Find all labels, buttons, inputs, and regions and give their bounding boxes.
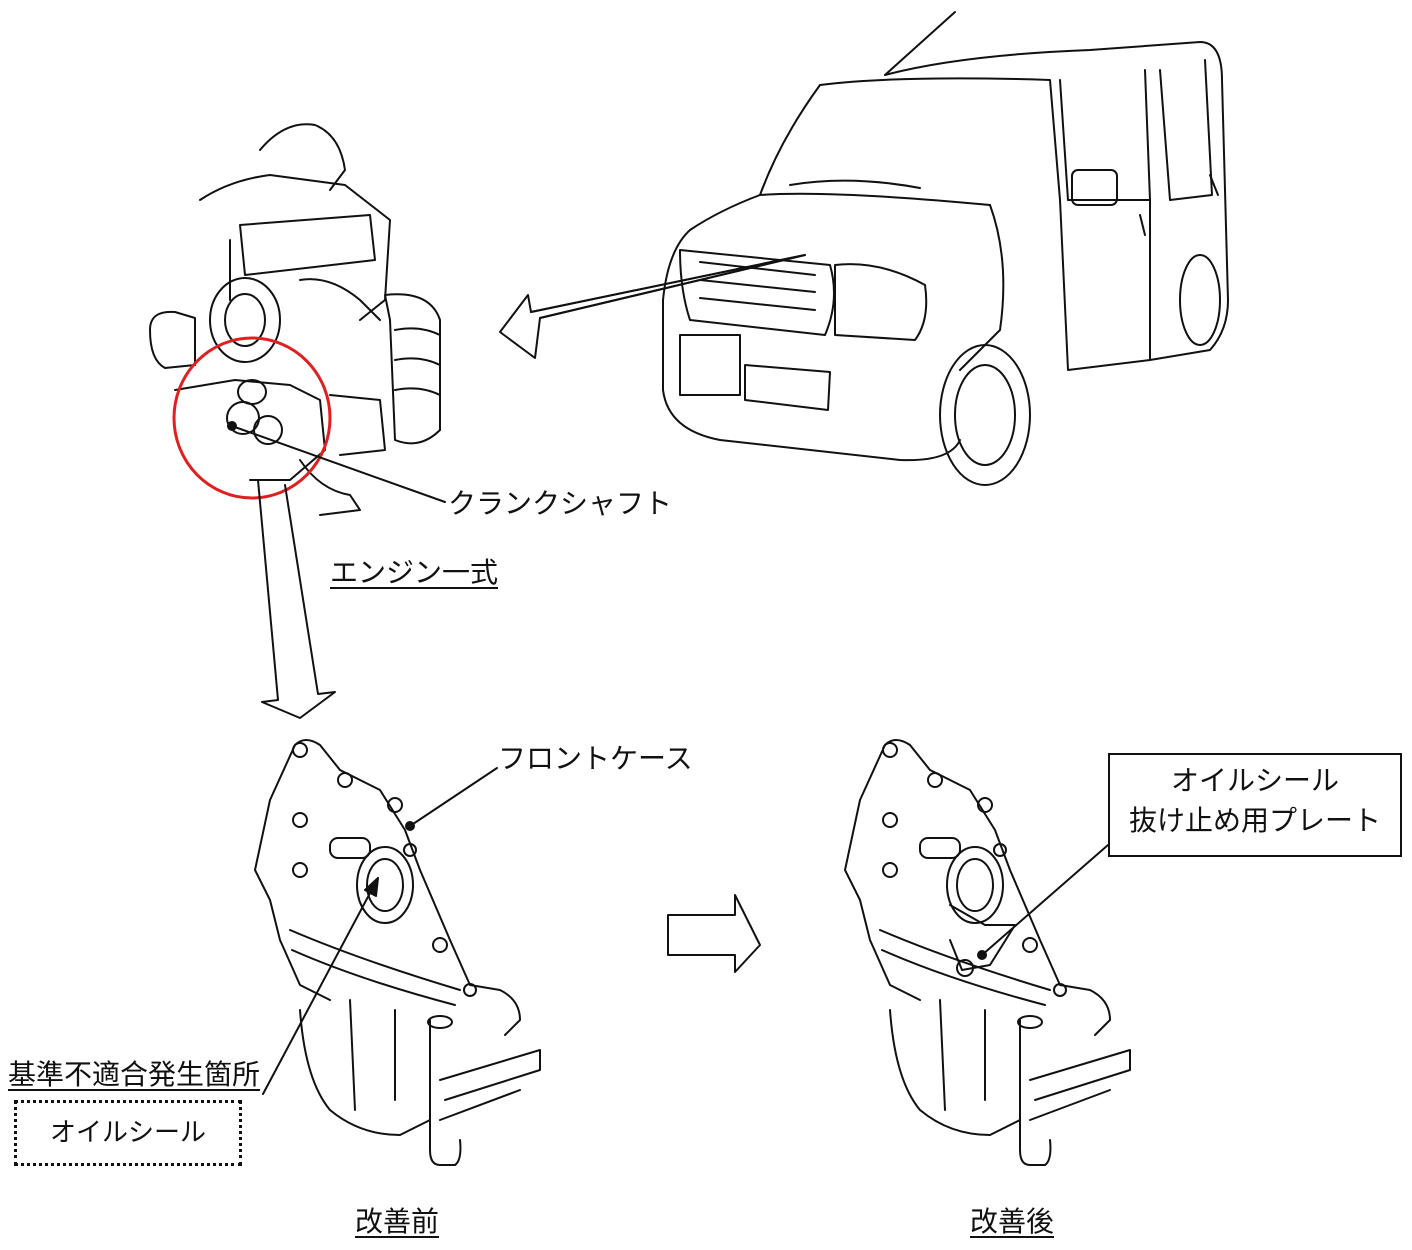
plate-label-line1: オイルシール — [1170, 764, 1339, 797]
oil-seal-callout: オイルシール — [14, 1100, 242, 1166]
arrow-car-to-engine — [499, 254, 806, 359]
plate-label-line2: 抜け止め用プレート — [1128, 804, 1381, 837]
arrow-before-to-after — [667, 894, 761, 973]
front-case-before — [254, 739, 541, 1166]
engine-assembly-label: エンジン一式 — [330, 556, 499, 589]
defect-location-label: 基準不適合発生箇所 — [8, 1058, 261, 1091]
crankshaft-label: クランクシャフト — [448, 487, 673, 520]
front-case-after — [844, 739, 1131, 1166]
front-case-label: フロントケース — [498, 742, 693, 775]
before-label: 改善前 — [355, 1205, 440, 1238]
arrow-engine-to-case — [257, 479, 336, 719]
engine-illustration — [149, 123, 441, 516]
oil-seal-plate-callout: オイルシール 抜け止め用プレート — [1108, 753, 1402, 857]
after-label: 改善後 — [970, 1205, 1055, 1238]
car-illustration — [662, 11, 1229, 486]
highlight-circle — [172, 336, 332, 500]
